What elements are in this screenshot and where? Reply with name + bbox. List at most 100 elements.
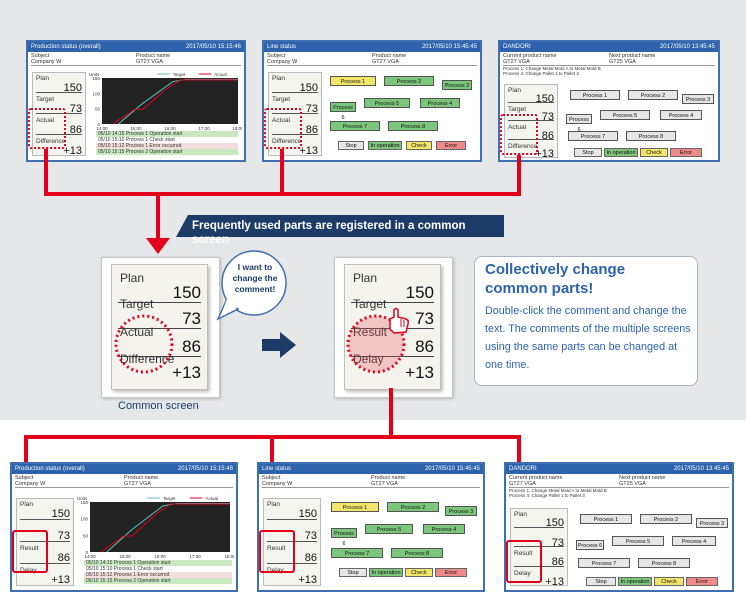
next-product-label: Next product name	[609, 53, 656, 59]
panel-divider	[508, 101, 554, 103]
target-label: Target	[353, 297, 387, 311]
difference-label: Difference	[120, 352, 175, 366]
current-product-label: Current product name	[509, 475, 563, 481]
chart-xtick: 17:00	[198, 126, 210, 131]
chart-xtick: 18:00	[224, 554, 234, 559]
panel-value-plan: 150	[299, 81, 318, 94]
process-1-box: Process 1	[331, 502, 379, 512]
process-7-box: Process 7	[330, 121, 380, 131]
process-5-box: Process 5	[365, 524, 413, 534]
current-product-value: GT27 VGA	[509, 481, 619, 488]
log-entry: 05/10 15:12 Process 1 Error occurred	[96, 143, 238, 149]
dandori-note-1: Process 1: Change Metal Mold A to Metal …	[509, 488, 607, 493]
process-1-box: Process 1	[570, 90, 620, 100]
panel-value-row3: 86	[551, 556, 564, 569]
process-2-box: Process 2	[387, 502, 439, 512]
highlight-actual-difference-top3	[500, 114, 538, 155]
panel-label-row3: Actual	[272, 117, 291, 124]
screen-title: Line status	[267, 44, 297, 50]
process-6-box: Process 6	[331, 528, 357, 547]
process-4-box: Process 4	[660, 110, 702, 120]
panel-value-target: 73	[57, 530, 70, 543]
status-check: Check	[640, 148, 668, 157]
status-in-operation: In operation	[618, 577, 652, 586]
line-chart: Units15010050014:0015:0016:0017:0018:00T…	[89, 72, 242, 131]
process-3-box: Process 3	[442, 80, 472, 90]
current-product-label: Current product name	[503, 53, 557, 59]
panel-divider	[508, 120, 554, 121]
panel-label-row4: Difference	[272, 138, 302, 145]
banner-shape	[176, 215, 504, 237]
chart-ytick: 100	[80, 517, 88, 522]
event-log: 05/10 14:15 Process 1 Operation start 05/…	[96, 131, 238, 155]
process-3-box: Process 3	[445, 506, 477, 516]
subject-value: Company W	[262, 481, 371, 488]
panel-label-plan: Plan	[514, 511, 528, 518]
divider	[351, 356, 434, 357]
status-stop: Stop	[338, 141, 364, 150]
panel-divider	[267, 541, 317, 542]
target-value: 73	[182, 309, 201, 328]
subject-label: Subject	[262, 475, 281, 481]
subject-label: Subject	[15, 475, 34, 481]
subject-value: Company W	[15, 481, 124, 488]
chart-ytick: 0	[97, 122, 100, 127]
product-label: Product name	[136, 53, 171, 59]
screen-title: Production status (overall)	[15, 466, 85, 472]
result-label: Result	[353, 325, 387, 339]
screen-title: DANDORI	[509, 466, 537, 472]
arrowhead	[146, 238, 170, 254]
process-2-box: Process 2	[628, 90, 678, 100]
panel-label-row3: Actual	[36, 117, 55, 124]
process-2-box: Process 2	[640, 514, 692, 524]
panel-divider	[36, 134, 82, 135]
panel-divider	[508, 138, 554, 140]
result-value: 86	[415, 337, 434, 356]
product-label: Product name	[372, 53, 407, 59]
panel-value-target: 73	[305, 102, 318, 115]
panel-value-row3: 86	[304, 552, 317, 565]
log-entry: 05/10 15:12 Process 1 Error occurred	[84, 572, 232, 578]
highlight-actual-difference-top1	[28, 108, 66, 149]
next-product-value: GT25 VGA	[609, 59, 715, 66]
process-5-box: Process 5	[364, 98, 410, 108]
highlight-actual-difference-top2	[264, 108, 302, 149]
screen-title: Line status	[262, 466, 292, 472]
status-error: Error	[686, 577, 718, 586]
panel-label-plan: Plan	[267, 501, 281, 508]
line-chart: Units15010050014:0015:0016:0017:0018:00T…	[77, 496, 234, 559]
info-title-2: common parts!	[485, 280, 594, 297]
log-entry: 05/10 14:15 Process 1 Operation start	[96, 131, 238, 137]
dandori-note-2: Process 4: Change Pallet 1 to Pallet 3	[509, 493, 585, 498]
connector	[389, 388, 393, 438]
legend-target: Target	[163, 496, 176, 501]
panel-value-plan: 150	[535, 92, 554, 105]
product-value: GT27 VGA	[371, 481, 480, 488]
process-8-box: Process 8	[388, 121, 438, 131]
panel-divider	[20, 541, 70, 542]
connector	[44, 192, 521, 196]
info-title-1: Collectively change	[485, 261, 626, 278]
process-5-box: Process 5	[600, 110, 650, 120]
process-8-box: Process 8	[391, 548, 443, 558]
panel-label-row4: Difference	[508, 142, 538, 150]
process-5-box: Process 5	[612, 536, 664, 546]
dotted-circle-highlight	[114, 314, 174, 374]
screen-time: 2017/05/10 15:15:46	[177, 466, 233, 472]
target-value: 73	[415, 309, 434, 328]
screen-time: 2017/05/10 15:15:46	[185, 44, 241, 50]
panel-value-plan: 150	[545, 517, 564, 530]
panel-label-row4: Difference	[36, 138, 66, 145]
panel-label-row3: Actual	[508, 124, 527, 131]
subject-value: Company W	[267, 59, 372, 66]
chart-ytick: 150	[92, 76, 100, 81]
panel-value-row3: 86	[305, 123, 318, 136]
chart-ytick: 100	[92, 91, 100, 96]
panel-value-row3: 86	[541, 129, 554, 142]
status-check: Check	[654, 577, 684, 586]
chart-ylabel: Units	[77, 496, 88, 501]
process-7-box: Process 7	[331, 548, 383, 558]
